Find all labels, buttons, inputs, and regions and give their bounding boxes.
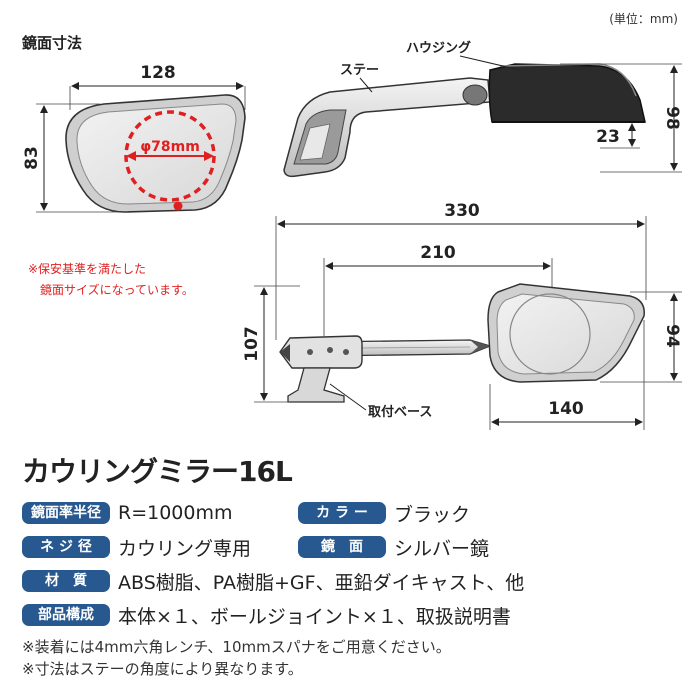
spec-row: 材 質 ABS樹脂、PA樹脂+GF、亜鉛ダイキャスト、他 <box>22 564 682 598</box>
head-height-label: 94 <box>662 324 682 348</box>
stay-label: ステー <box>340 63 379 78</box>
width-label: 128 <box>140 63 176 83</box>
spec-label-mirror-surface: 鏡 面 <box>298 536 386 558</box>
mounting-base <box>279 335 363 369</box>
housing <box>488 63 646 123</box>
spec-label-thread: ネ ジ 径 <box>22 536 110 558</box>
spec-label-parts: 部品構成 <box>22 604 110 626</box>
notes: ※装着には4mm六角レンチ、10mmスパナをご用意ください。 ※寸法はステーの角… <box>22 636 451 680</box>
unit-note: (単位：mm) <box>609 12 678 26</box>
safety-note-line1: ※保安基準を満たした <box>28 261 146 276</box>
note-tools: ※装着には4mm六角レンチ、10mmスパナをご用意ください。 <box>22 638 451 656</box>
spec-value-thread: カウリング専用 <box>118 537 252 560</box>
spec-label-material: 材 質 <box>22 570 110 592</box>
spec-value-mirror-surface: シルバー鏡 <box>394 537 490 560</box>
spec-value-material: ABS樹脂、PA樹脂+GF、亜鉛ダイキャスト、他 <box>118 571 525 594</box>
circle-diameter-label: φ78mm <box>140 139 200 155</box>
ball-joint <box>462 84 488 106</box>
center-dot <box>173 201 183 211</box>
spec-value-parts: 本体×１、ボールジョイント×１、取扱説明書 <box>118 605 511 628</box>
side-view: ステー ハウジング 98 23 <box>283 40 682 178</box>
height-label: 83 <box>22 146 42 170</box>
product-title: カウリングミラー16L <box>22 455 293 488</box>
mirror-section-title: 鏡面寸法 <box>22 34 82 52</box>
spec-row: 鏡面率半径 R=1000mm カ ラ ー ブラック <box>22 496 682 530</box>
base-foot <box>287 367 345 403</box>
note-dimensions: ※寸法はステーの角度により異なります。 <box>22 660 303 678</box>
side-depth-label: 23 <box>596 127 620 147</box>
housing-label: ハウジング <box>406 40 471 56</box>
safety-note-line2: 鏡面サイズになっています。 <box>40 282 194 297</box>
mirror-dimension-diagram: 鏡面寸法 φ78mm 128 83 ※保安基準を満たした 鏡面サイズになっていま… <box>22 34 682 430</box>
spec-value-color: ブラック <box>394 503 471 526</box>
head-width-label: 140 <box>548 399 584 419</box>
total-length-label: 330 <box>444 201 480 221</box>
spec-value-mirror-radius: R=1000mm <box>118 502 233 524</box>
spec-label-color: カ ラ ー <box>298 502 386 524</box>
spec-row: 部品構成 本体×１、ボールジョイント×１、取扱説明書 <box>22 598 682 632</box>
spec-row: ネ ジ 径 カウリング専用 鏡 面 シルバー鏡 <box>22 530 682 564</box>
spec-label-mirror-radius: 鏡面率半径 <box>22 502 110 524</box>
mid-length-label: 210 <box>420 243 456 263</box>
mirror-face-view: φ78mm 128 83 ※保安基準を満たした 鏡面サイズになっています。 <box>22 63 246 297</box>
base-height-label: 107 <box>242 326 262 362</box>
base-label: 取付ベース <box>368 404 432 420</box>
mirror-glass <box>76 103 237 205</box>
top-view: 330 210 107 94 140 <box>242 201 682 430</box>
side-height-label: 98 <box>662 106 682 130</box>
spec-table: 鏡面率半径 R=1000mm カ ラ ー ブラック ネ ジ 径 カウリング専用 … <box>22 496 682 632</box>
